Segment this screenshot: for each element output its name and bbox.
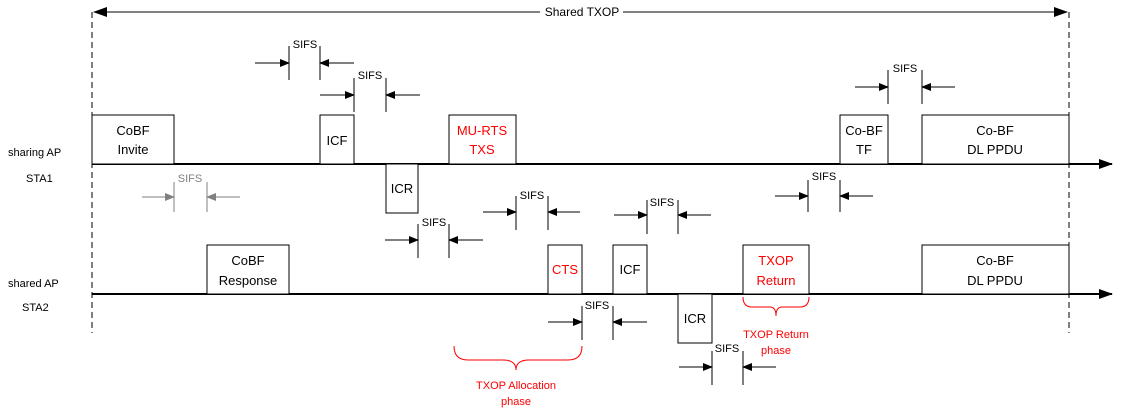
svg-text:SIFS: SIFS [520, 190, 544, 202]
frame-cobf-response: CoBF Response [206, 244, 290, 295]
svg-text:ICR: ICR [684, 311, 706, 326]
txop-return-phase: TXOP Return phase [742, 296, 810, 357]
svg-text:ICF: ICF [327, 133, 348, 148]
shared-txop-label: Shared TXOP [545, 5, 619, 19]
svg-text:SIFS: SIFS [715, 343, 739, 355]
sifs-marker-8: SIFS [775, 171, 873, 212]
sifs-marker-7: SIFS [679, 343, 776, 385]
frame-cobf-tf: Co-BF TF [839, 114, 889, 165]
sifs-marker-gray: SIFS [142, 173, 240, 212]
svg-text:SIFS: SIFS [422, 217, 446, 229]
frame-cobf-invite: CoBF Invite [91, 114, 175, 165]
svg-text:SIFS: SIFS [812, 171, 836, 183]
sifs-marker-3: SIFS [385, 217, 483, 258]
svg-text:CTS: CTS [552, 262, 578, 277]
frame-cobf-dl-ppdu-2: Co-BF DL PPDU [921, 244, 1070, 295]
svg-text:Co-BF: Co-BF [976, 123, 1014, 138]
txop-allocation-phase: TXOP Allocation phase [453, 345, 583, 408]
frame-icr-1: ICR [385, 163, 419, 214]
svg-text:Return: Return [756, 273, 795, 288]
sta2-label: STA2 [22, 302, 49, 314]
sifs-marker-5: SIFS [548, 300, 647, 340]
frame-txop-return: TXOP Return [742, 244, 810, 295]
svg-text:CoBF: CoBF [231, 253, 264, 268]
frame-icf-2: ICF [612, 244, 648, 295]
svg-text:Invite: Invite [117, 142, 148, 157]
svg-text:TXOP: TXOP [758, 253, 793, 268]
sta1-label: STA1 [26, 173, 53, 185]
frame-cobf-dl-ppdu-1: Co-BF DL PPDU [921, 114, 1070, 165]
svg-text:phase: phase [501, 396, 531, 408]
svg-text:TF: TF [856, 142, 872, 157]
sifs-marker-2: SIFS [320, 70, 420, 112]
svg-text:Co-BF: Co-BF [845, 123, 883, 138]
sifs-marker-1: SIFS [255, 39, 354, 80]
svg-text:TXOP Return: TXOP Return [743, 329, 809, 341]
svg-text:CoBF: CoBF [116, 123, 149, 138]
frame-icr-2: ICR [677, 293, 713, 344]
svg-text:MU-RTS: MU-RTS [457, 123, 508, 138]
svg-text:SIFS: SIFS [585, 300, 609, 312]
sifs-marker-6: SIFS [614, 197, 711, 234]
svg-text:Response: Response [219, 273, 278, 288]
frame-mu-rts-txs: MU-RTS TXS [448, 114, 517, 165]
svg-text:TXOP Allocation: TXOP Allocation [476, 380, 556, 392]
svg-text:Co-BF: Co-BF [976, 253, 1014, 268]
shared-txop-span: Shared TXOP [91, 5, 1070, 333]
frame-cts: CTS [547, 244, 583, 295]
shared-ap-label: shared AP [8, 278, 59, 290]
svg-text:DL PPDU: DL PPDU [967, 142, 1023, 157]
svg-text:SIFS: SIFS [358, 70, 382, 82]
svg-text:TXS: TXS [469, 142, 495, 157]
svg-text:ICF: ICF [620, 262, 641, 277]
svg-text:DL PPDU: DL PPDU [967, 273, 1023, 288]
frame-icf-1: ICF [319, 114, 355, 165]
svg-text:phase: phase [761, 345, 791, 357]
sifs-marker-9: SIFS [855, 63, 955, 104]
sharing-ap-label: sharing AP [8, 147, 61, 159]
svg-text:SIFS: SIFS [893, 63, 917, 75]
svg-text:SIFS: SIFS [293, 39, 317, 51]
svg-text:SIFS: SIFS [650, 197, 674, 209]
svg-text:SIFS: SIFS [178, 173, 202, 185]
sifs-marker-4: SIFS [483, 190, 580, 230]
svg-text:ICR: ICR [391, 181, 413, 196]
